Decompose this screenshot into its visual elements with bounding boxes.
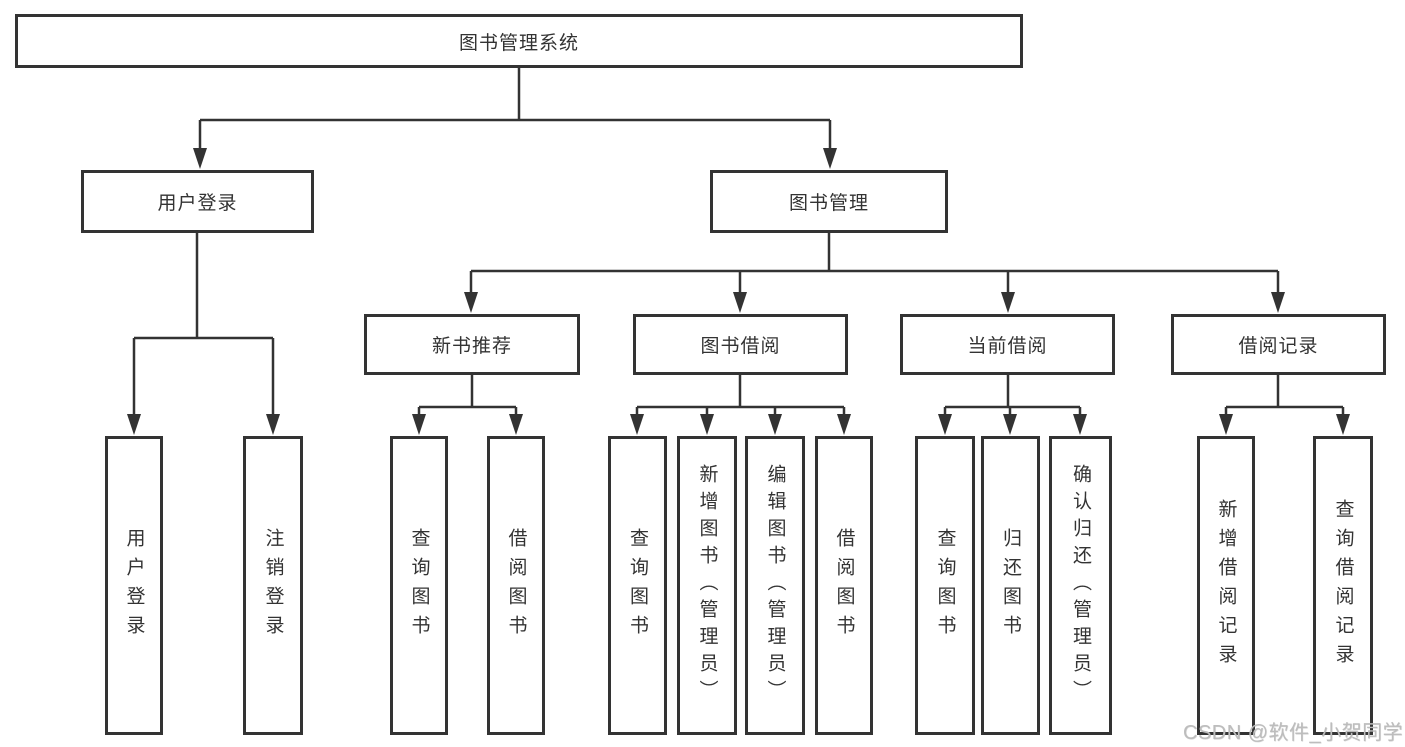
node-book-borrowing: 图书借阅 bbox=[633, 314, 848, 375]
connector-records-to-leaves bbox=[1224, 375, 1345, 418]
arrowhead bbox=[630, 414, 644, 435]
node-borrowing-records: 借阅记录 bbox=[1171, 314, 1386, 375]
connector-bookborrow-to-leaves bbox=[635, 375, 846, 418]
arrowhead bbox=[1271, 292, 1285, 313]
leaf-return-book: 归还图书 bbox=[981, 436, 1040, 735]
connector-newbooks-to-leaves bbox=[417, 375, 518, 418]
leaf-add-book-admin: 新增图书（管理员） bbox=[677, 436, 737, 735]
arrowhead bbox=[1073, 414, 1087, 435]
node-book-management: 图书管理 bbox=[710, 170, 948, 233]
leaf-query-borrow-record: 查询借阅记录 bbox=[1313, 436, 1373, 735]
leaf-add-borrow-record: 新增借阅记录 bbox=[1197, 436, 1255, 735]
node-user-login: 用户登录 bbox=[81, 170, 314, 233]
arrowhead bbox=[1219, 414, 1233, 435]
arrowhead bbox=[1003, 414, 1017, 435]
connector-root-to-level2 bbox=[198, 68, 832, 152]
connector-userlogin-to-leaves bbox=[132, 233, 275, 418]
arrowhead bbox=[509, 414, 523, 435]
arrowhead bbox=[464, 292, 478, 313]
arrowhead bbox=[823, 148, 837, 169]
arrowhead bbox=[768, 414, 782, 435]
arrowhead bbox=[193, 148, 207, 169]
leaf-query-books-recommend: 查询图书 bbox=[390, 436, 448, 735]
arrowhead bbox=[837, 414, 851, 435]
node-new-book-recommend: 新书推荐 bbox=[364, 314, 580, 375]
leaf-confirm-return-admin: 确认归还（管理员） bbox=[1049, 436, 1112, 735]
leaf-borrow-books-borrowing: 借阅图书 bbox=[815, 436, 873, 735]
arrowhead bbox=[1001, 292, 1015, 313]
leaf-edit-book-admin: 编辑图书（管理员） bbox=[745, 436, 805, 735]
leaf-query-books-borrowing: 查询图书 bbox=[608, 436, 667, 735]
arrowhead bbox=[700, 414, 714, 435]
arrowhead bbox=[412, 414, 426, 435]
connector-bookmgmt-to-level3 bbox=[469, 233, 1280, 296]
arrowhead bbox=[938, 414, 952, 435]
connector-currentborrow-to-leaves bbox=[943, 375, 1082, 418]
leaf-query-books-current: 查询图书 bbox=[915, 436, 975, 735]
arrowhead bbox=[1336, 414, 1350, 435]
leaf-logout: 注销登录 bbox=[243, 436, 303, 735]
leaf-borrow-books-recommend: 借阅图书 bbox=[487, 436, 545, 735]
arrowhead bbox=[733, 292, 747, 313]
node-current-borrowing: 当前借阅 bbox=[900, 314, 1115, 375]
arrowhead bbox=[127, 414, 141, 435]
node-root: 图书管理系统 bbox=[15, 14, 1023, 68]
leaf-user-login: 用户登录 bbox=[105, 436, 163, 735]
arrowhead bbox=[266, 414, 280, 435]
watermark: CSDN @软件_小贺同学 bbox=[1183, 722, 1404, 744]
